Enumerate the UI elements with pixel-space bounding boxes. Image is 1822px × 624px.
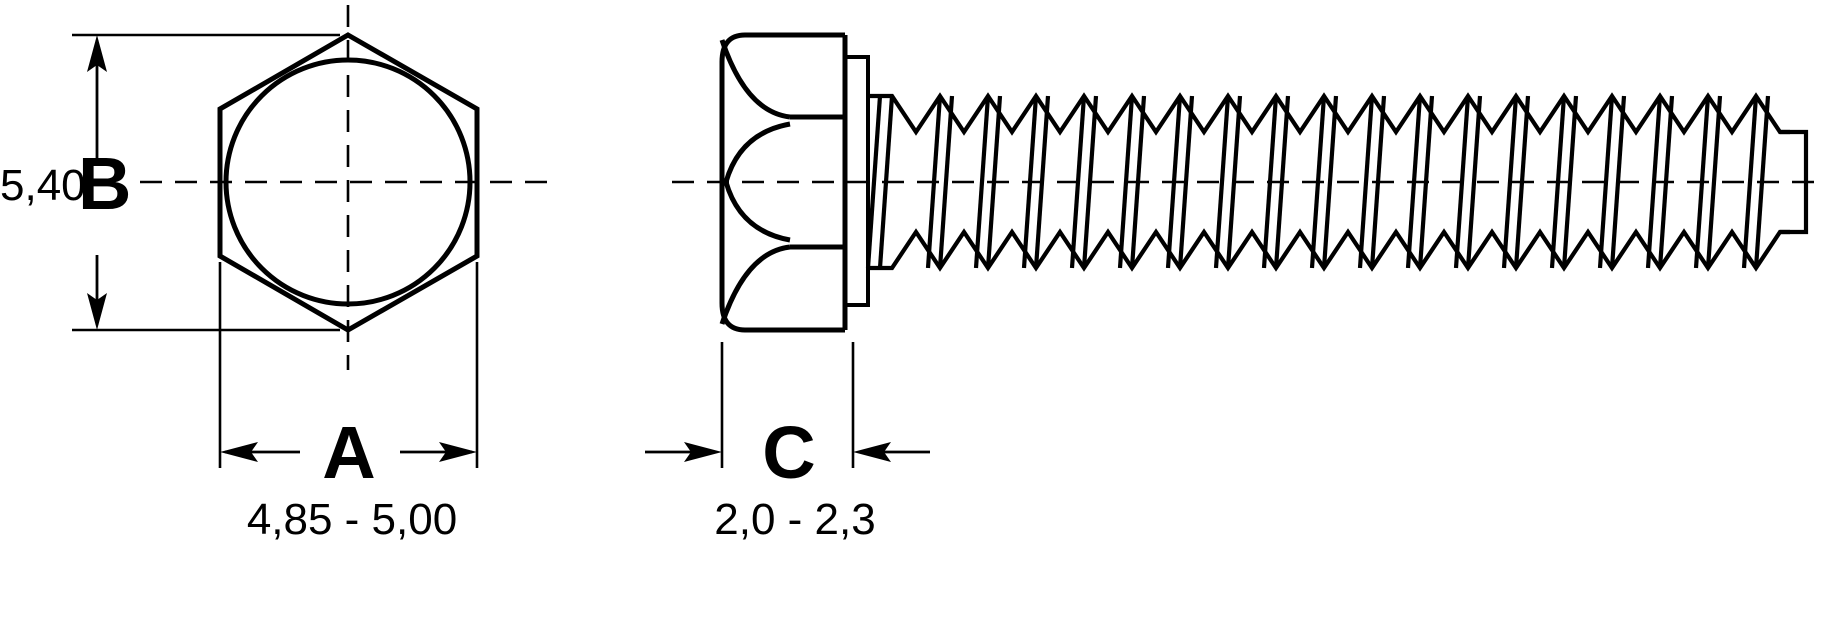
head-chamfer-arc-middle-lower [723,181,791,243]
head-chamfer-arc-lower [719,244,791,325]
side-view-bolt [672,32,1822,333]
a-arrowhead-left [220,442,258,462]
dimension-b-group: 5,40 B [0,33,340,332]
dimension-a-letter: A [322,411,375,494]
dimension-c-letter: C [762,411,815,494]
c-arrowhead-right [853,442,891,462]
thread-flank-lines [865,95,1771,269]
thread-end-chamfer [1780,129,1809,235]
thread-crest-top [868,92,1790,136]
front-view-hex-head [140,5,560,370]
b-arrowhead-up [87,35,107,72]
dimension-b-letter: B [78,142,131,225]
c-arrowhead-left [684,442,722,462]
dimension-c-group: C 2,0 - 2,3 [645,342,930,544]
dimension-a-group: A 4,85 - 5,00 [218,262,479,544]
head-chamfer-arc-middle-upper [723,121,791,183]
b-arrowhead-down [87,293,107,330]
dimension-b-value: 5,40 [0,161,86,210]
dimension-a-value: 4,85 - 5,00 [247,495,457,544]
a-arrowhead-right [439,442,477,462]
dimension-c-value: 2,0 - 2,3 [714,495,875,544]
head-chamfer-arc-upper [719,39,791,120]
